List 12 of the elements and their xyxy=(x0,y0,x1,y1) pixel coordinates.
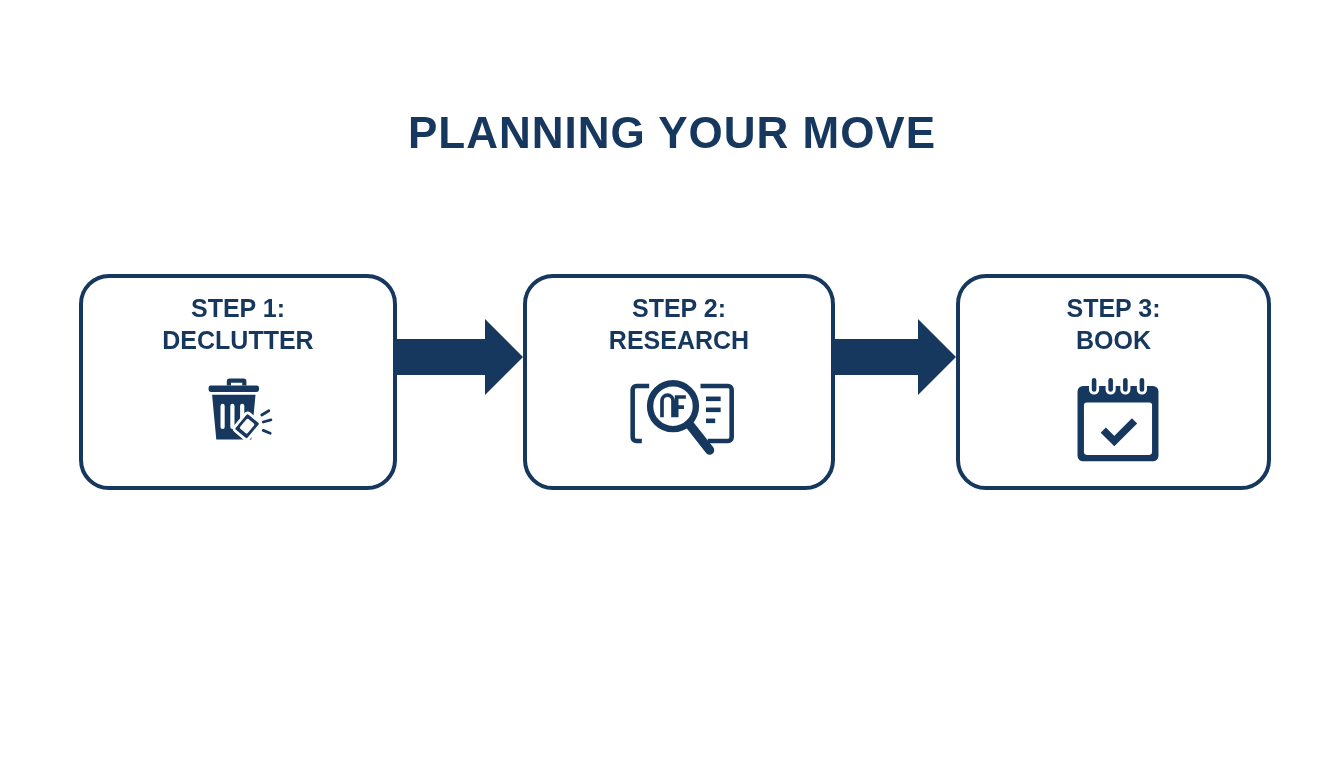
block-arrow xyxy=(835,319,956,395)
block-arrow xyxy=(397,319,523,395)
step-title: RESEARCH xyxy=(607,325,751,356)
step-number: STEP 3: xyxy=(1065,293,1162,324)
step-number: STEP 1: xyxy=(190,293,286,324)
step-box xyxy=(523,274,835,490)
step-title: DECLUTTER xyxy=(161,325,315,356)
step-box xyxy=(956,274,1271,490)
title: PLANNING YOUR MOVE xyxy=(407,108,937,157)
step-title: BOOK xyxy=(1075,325,1152,356)
step-box xyxy=(79,274,397,490)
step-number: STEP 2: xyxy=(631,293,727,324)
